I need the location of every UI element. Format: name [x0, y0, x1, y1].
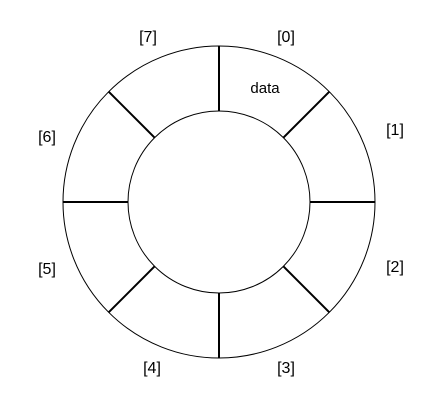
slot-divider-3: [282, 265, 331, 314]
slot-label-2: [2]: [386, 259, 404, 276]
slot-0-content: data: [250, 80, 280, 97]
slot-label-0: [0]: [277, 29, 295, 46]
slot-divider-1: [282, 90, 331, 139]
inner-ring: [127, 110, 311, 294]
slot-label-6: [6]: [38, 129, 56, 146]
slot-label-5: [5]: [38, 261, 56, 278]
slot-label-1: [1]: [386, 122, 404, 139]
slot-divider-5: [107, 265, 156, 314]
slot-label-3: [3]: [277, 360, 295, 377]
slot-divider-7: [107, 90, 156, 139]
slot-label-4: [4]: [143, 360, 161, 377]
slot-label-7: [7]: [139, 29, 157, 46]
slot-dividers: [63, 46, 375, 358]
